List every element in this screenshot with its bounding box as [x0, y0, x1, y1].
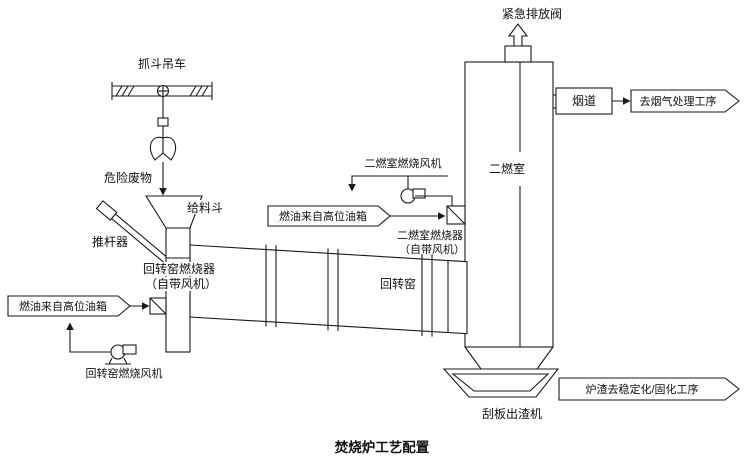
flue-label: 烟道 [572, 94, 596, 108]
secondary-chamber-label: 二燃室 [489, 161, 525, 176]
slag-discharge-conveyor [442, 346, 560, 398]
grab-bucket-icon [162, 136, 177, 161]
grab-bucket-icon [149, 136, 164, 161]
fuel-left-banner-label: 燃油来自高位油箱 [19, 299, 107, 313]
emergency-valve-label: 紧急排放阀 [502, 6, 562, 21]
flue-gas-out-label: 去烟气处理工序 [640, 94, 717, 108]
secondary-combustion-fan [348, 175, 453, 206]
rotary-kiln-body [189, 244, 468, 337]
secondary-fan-label: 二燃室燃烧风机 [365, 156, 442, 170]
slag-conveyor-label: 刮板出渣机 [482, 407, 542, 421]
flow-banner [558, 377, 740, 401]
secondary-burner-label-line1: 二燃室燃烧器 [397, 228, 463, 242]
flow-banner [7, 295, 131, 317]
kiln-burner-label-line2: （自带风机） [145, 277, 217, 291]
secondary-burner-label-line2: （自带风机） [399, 242, 465, 256]
kiln-burner-label-line1: 回转窑燃烧器 [143, 261, 215, 276]
kiln-fan-label: 回转窑燃烧风机 [86, 366, 163, 380]
hazardous-waste-label: 危险废物 [104, 170, 152, 185]
up-arrow-icon [507, 23, 529, 47]
feed-hopper-label: 给料斗 [187, 201, 223, 215]
slag-out-label: 炉渣去稳定化/固化工序 [585, 382, 698, 396]
crane-label: 抓斗吊车 [138, 56, 186, 71]
rotary-kiln-label: 回转窑 [380, 276, 416, 291]
pusher-label: 推杆器 [92, 235, 128, 249]
secondary-burner-box [446, 205, 466, 225]
fuel-line-to-secondary-burner [267, 205, 446, 227]
grab-crane [111, 82, 213, 196]
label-backdrops [134, 200, 229, 291]
fuel-mid-banner-label: 燃油来自高位油箱 [279, 209, 367, 223]
kiln-combustion-fan [66, 322, 137, 365]
slag-out-flow [558, 377, 740, 401]
flow-banner [267, 205, 391, 227]
flue-gas-out-flow [612, 89, 740, 113]
fuel-line-to-kiln-burner [7, 295, 167, 317]
secondary-combustion-chamber [464, 61, 554, 348]
diagram-title: 焚烧炉工艺配置 [334, 439, 430, 455]
emergency-vent-stack [504, 23, 532, 63]
flow-banner [630, 89, 740, 113]
